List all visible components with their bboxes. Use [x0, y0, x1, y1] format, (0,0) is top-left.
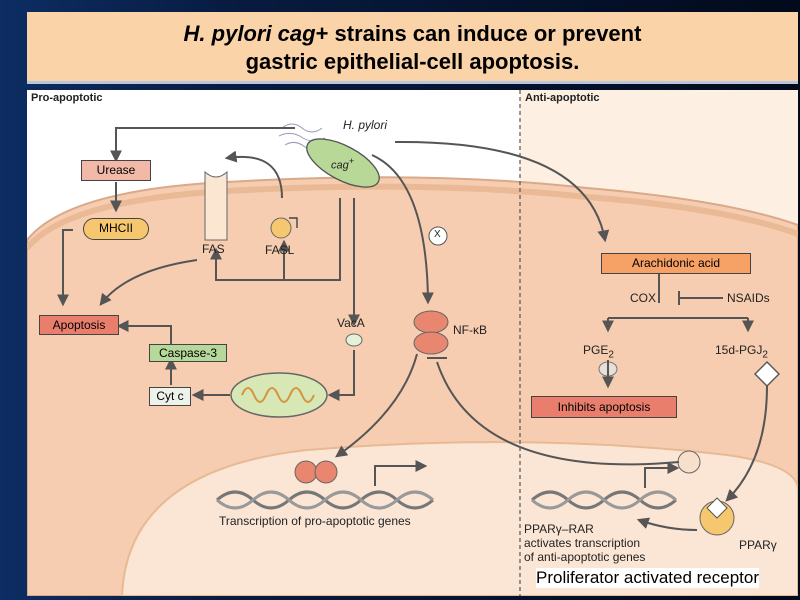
vaca-granule — [345, 333, 363, 347]
vaca-label: VacA — [337, 316, 365, 330]
nucleus — [120, 441, 798, 596]
section-pro-label: Pro-apoptotic — [31, 92, 103, 104]
nfkb-label: NF-κB — [453, 323, 487, 337]
title-line2: gastric epithelial-cell apoptosis. — [245, 49, 580, 74]
fasl-label: FASL — [265, 243, 295, 257]
arrow-pylori-nfkb — [371, 154, 434, 305]
nsaids-label: NSAIDs — [727, 291, 770, 305]
ppar-rar-label: PPARγ–RAR activates transcription of ant… — [524, 522, 646, 564]
nfkb-complex — [413, 310, 449, 355]
arrow-caspase-apoptosis — [116, 320, 172, 344]
ppar-ligand-circle — [677, 450, 701, 474]
title-rest: + strains can induce or prevent — [315, 21, 642, 46]
title-italic: H. pylori cag — [183, 21, 316, 46]
pge2-label: PGE2 — [583, 343, 614, 361]
fas-receptor — [204, 170, 228, 241]
transcription-factor-pro — [294, 460, 338, 484]
cell-membrane-inner — [27, 183, 798, 250]
cag-label: cag+ — [331, 156, 355, 172]
apoptosis-box: Apoptosis — [39, 315, 119, 335]
cytc-box: Cyt c — [149, 387, 191, 406]
section-anti-label: Anti-apoptotic — [525, 92, 600, 104]
arachidonic-box: Arachidonic acid — [601, 253, 751, 274]
transcription-start-arrow-anti — [644, 462, 680, 488]
h-pylori-label: H. pylori — [343, 118, 388, 132]
fasl-ligand — [270, 217, 292, 239]
transcription-pro-label: Transcription of pro-apoptotic genes — [219, 514, 411, 528]
transcription-start-arrow — [374, 460, 428, 486]
caspase3-box: Caspase-3 — [149, 344, 227, 362]
h-pylori-bacterium — [278, 123, 380, 188]
pgj2-label: 15d-PGJ2 — [715, 343, 768, 361]
footer-note: Proliferator activated receptor — [536, 568, 759, 588]
mhcii-box: MHCII — [83, 218, 149, 240]
mitochondrion — [230, 372, 328, 418]
arrow-vaca-mitochondria — [327, 350, 355, 401]
dna-helix-pro — [216, 490, 434, 510]
arrow-pylori-urease — [110, 127, 295, 163]
arrow-pylori-fas — [224, 150, 283, 199]
cox-label: COX — [630, 291, 657, 305]
x-circle — [428, 226, 448, 246]
inhibits-apoptosis-box: Inhibits apoptosis — [531, 396, 677, 418]
inhibit-ppar-nfkb — [436, 361, 680, 466]
arrow-nfkb-transcription — [335, 353, 418, 458]
fas-label: FAS — [202, 242, 225, 256]
arrow-pgj2-ppar — [725, 385, 768, 502]
dna-helix-anti — [531, 490, 677, 510]
pathway-diagram — [27, 90, 798, 596]
urease-box: Urease — [81, 160, 151, 181]
arrow-pylori-arachidonic — [394, 140, 610, 243]
arrow-mhcii-apoptosis — [57, 229, 73, 307]
ppar-gamma-label: PPARγ — [739, 538, 777, 552]
slide-title: H. pylori cag+ strains can induce or pre… — [27, 12, 798, 84]
arrow-ppar-transcription — [636, 517, 698, 531]
arrow-fas-apoptosis — [99, 259, 198, 306]
x-mark-label: X — [434, 229, 441, 240]
arrow-pylori-fas-fasl — [210, 198, 341, 281]
diagram-panel: Pro-apoptotic Anti-apoptotic H. pylori c… — [27, 90, 798, 596]
